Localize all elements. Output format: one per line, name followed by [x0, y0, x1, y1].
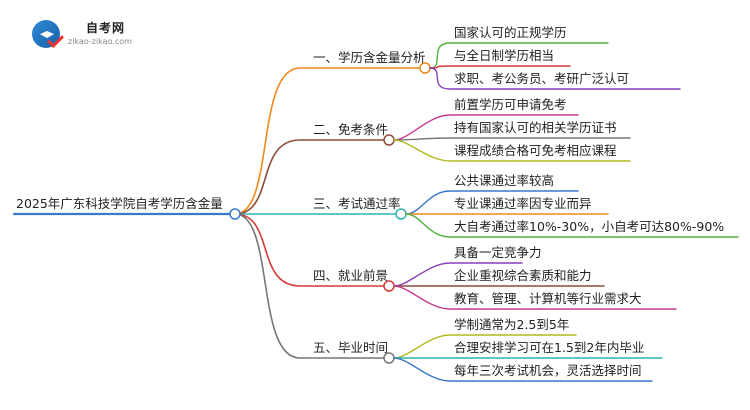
leaf-label: 教育、管理、计算机等行业需求大	[454, 291, 642, 306]
leaf-link	[405, 190, 579, 215]
leaf-label: 课程成绩合格可免考相应课程	[454, 143, 617, 158]
leaf-link	[429, 65, 571, 69]
leaf-label: 学制通常为2.5到5年	[454, 317, 570, 332]
leaf-link	[393, 334, 577, 359]
leaf-label: 每年三次考试机会，灵活选择时间	[454, 363, 642, 378]
branch-label: 三、考试通过率	[313, 196, 401, 211]
leaf-link	[405, 213, 739, 238]
graduation-cap-icon	[32, 20, 64, 48]
leaf-link	[393, 262, 523, 287]
leaf-label: 合理安排学习可在1.5到2年内毕业	[454, 340, 645, 355]
leaf-label: 具备一定竞争力	[454, 245, 542, 260]
branch-link	[234, 67, 421, 215]
brand-url: zikao-zikao.com	[68, 37, 132, 46]
branch-label: 五、毕业时间	[313, 340, 389, 355]
leaf-label: 公共课通过率较高	[454, 173, 555, 188]
leaf-link	[393, 137, 631, 141]
branch-label: 四、就业前景	[313, 268, 389, 283]
leaf-link	[393, 357, 653, 382]
brand-name: 自考网	[86, 21, 126, 35]
leaf-link	[393, 285, 677, 310]
leaf-link	[393, 114, 579, 141]
root-label: 2025年广东科技学院自考学历含金量	[16, 196, 223, 211]
branch-label: 二、免考条件	[313, 122, 389, 137]
leaf-label: 与全日制学历相当	[454, 48, 555, 63]
leaf-label: 国家认可的正规学历	[454, 25, 567, 40]
leaf-label: 前置学历可申请免考	[454, 97, 567, 112]
branch-link	[234, 213, 385, 287]
leaf-link	[393, 139, 631, 162]
leaf-label: 专业课通过率因专业而异	[454, 196, 592, 211]
branch-label: 一、学历含金量分析	[313, 50, 426, 65]
branch-link	[234, 139, 385, 215]
root-node	[229, 208, 241, 220]
brand-logo: 自考网 zikao-zikao.com	[30, 18, 150, 50]
leaf-link	[429, 42, 609, 69]
leaf-label: 求职、考公务员、考研广泛认可	[454, 71, 630, 86]
leaf-label: 大自考通过率10%-30%，小自考可达80%-90%	[454, 219, 725, 234]
leaf-label: 持有国家认可的相关学历证书	[454, 120, 617, 135]
leaf-link	[429, 67, 681, 90]
branch-link	[234, 213, 385, 359]
leaf-label: 企业重视综合素质和能力	[454, 268, 592, 283]
